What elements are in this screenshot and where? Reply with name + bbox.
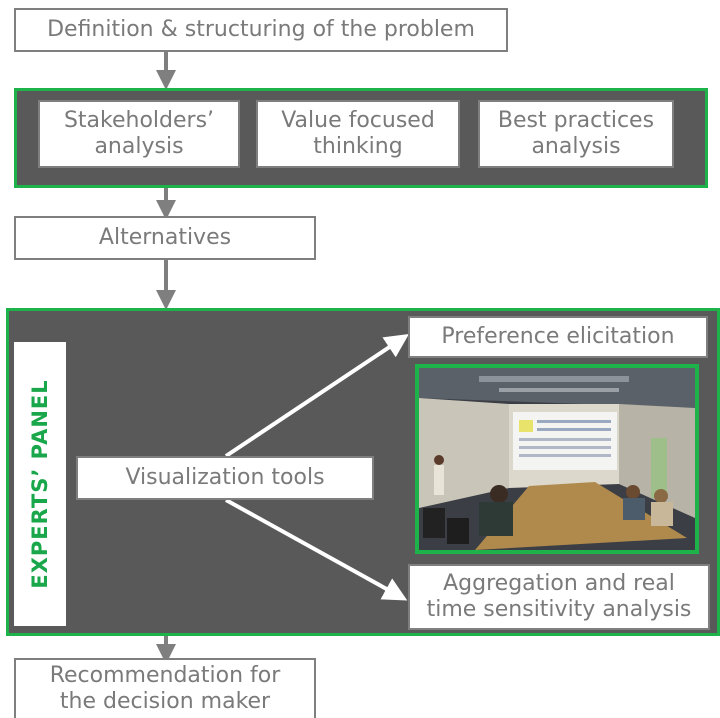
visualization-tools-box: Visualization tools [76, 456, 374, 500]
best-practices-box: Best practices analysis [478, 100, 674, 168]
problem-definition-label: Definition & structuring of the problem [47, 17, 475, 42]
stakeholders-line1: Stakeholders’ [63, 108, 215, 133]
alternatives-label: Alternatives [98, 225, 232, 250]
best-practices-line1: Best practices [497, 108, 655, 133]
aggregation-box: Aggregation and real time sensitivity an… [408, 564, 710, 630]
arrow-to-aggregation [225, 498, 408, 601]
recommendation-line1: Recommendation for [49, 663, 281, 688]
arrow-to-preference [224, 334, 409, 458]
visualization-tools-label: Visualization tools [125, 465, 325, 490]
recommendation-line2: the decision maker [59, 689, 271, 714]
best-practices-line2: analysis [531, 134, 621, 159]
value-focused-line1: Value focused [281, 108, 435, 133]
stakeholders-line2: analysis [94, 134, 184, 159]
recommendation-box: Recommendation for the decision maker [14, 658, 316, 718]
problem-definition-box: Definition & structuring of the problem [14, 8, 508, 52]
value-focused-thinking-box: Value focused thinking [256, 100, 460, 168]
meeting-room-illustration [419, 368, 695, 550]
preference-elicitation-label: Preference elicitation [441, 324, 675, 349]
aggregation-line2: time sensitivity analysis [426, 597, 692, 622]
experts-panel-label-box: EXPERTS’ PANEL [14, 342, 66, 626]
aggregation-line1: Aggregation and real [443, 571, 675, 596]
preference-elicitation-box: Preference elicitation [408, 316, 708, 358]
stakeholders-analysis-box: Stakeholders’ analysis [38, 100, 240, 168]
meeting-room-photo [415, 364, 699, 554]
value-focused-line2: thinking [313, 134, 403, 159]
alternatives-box: Alternatives [14, 216, 316, 260]
